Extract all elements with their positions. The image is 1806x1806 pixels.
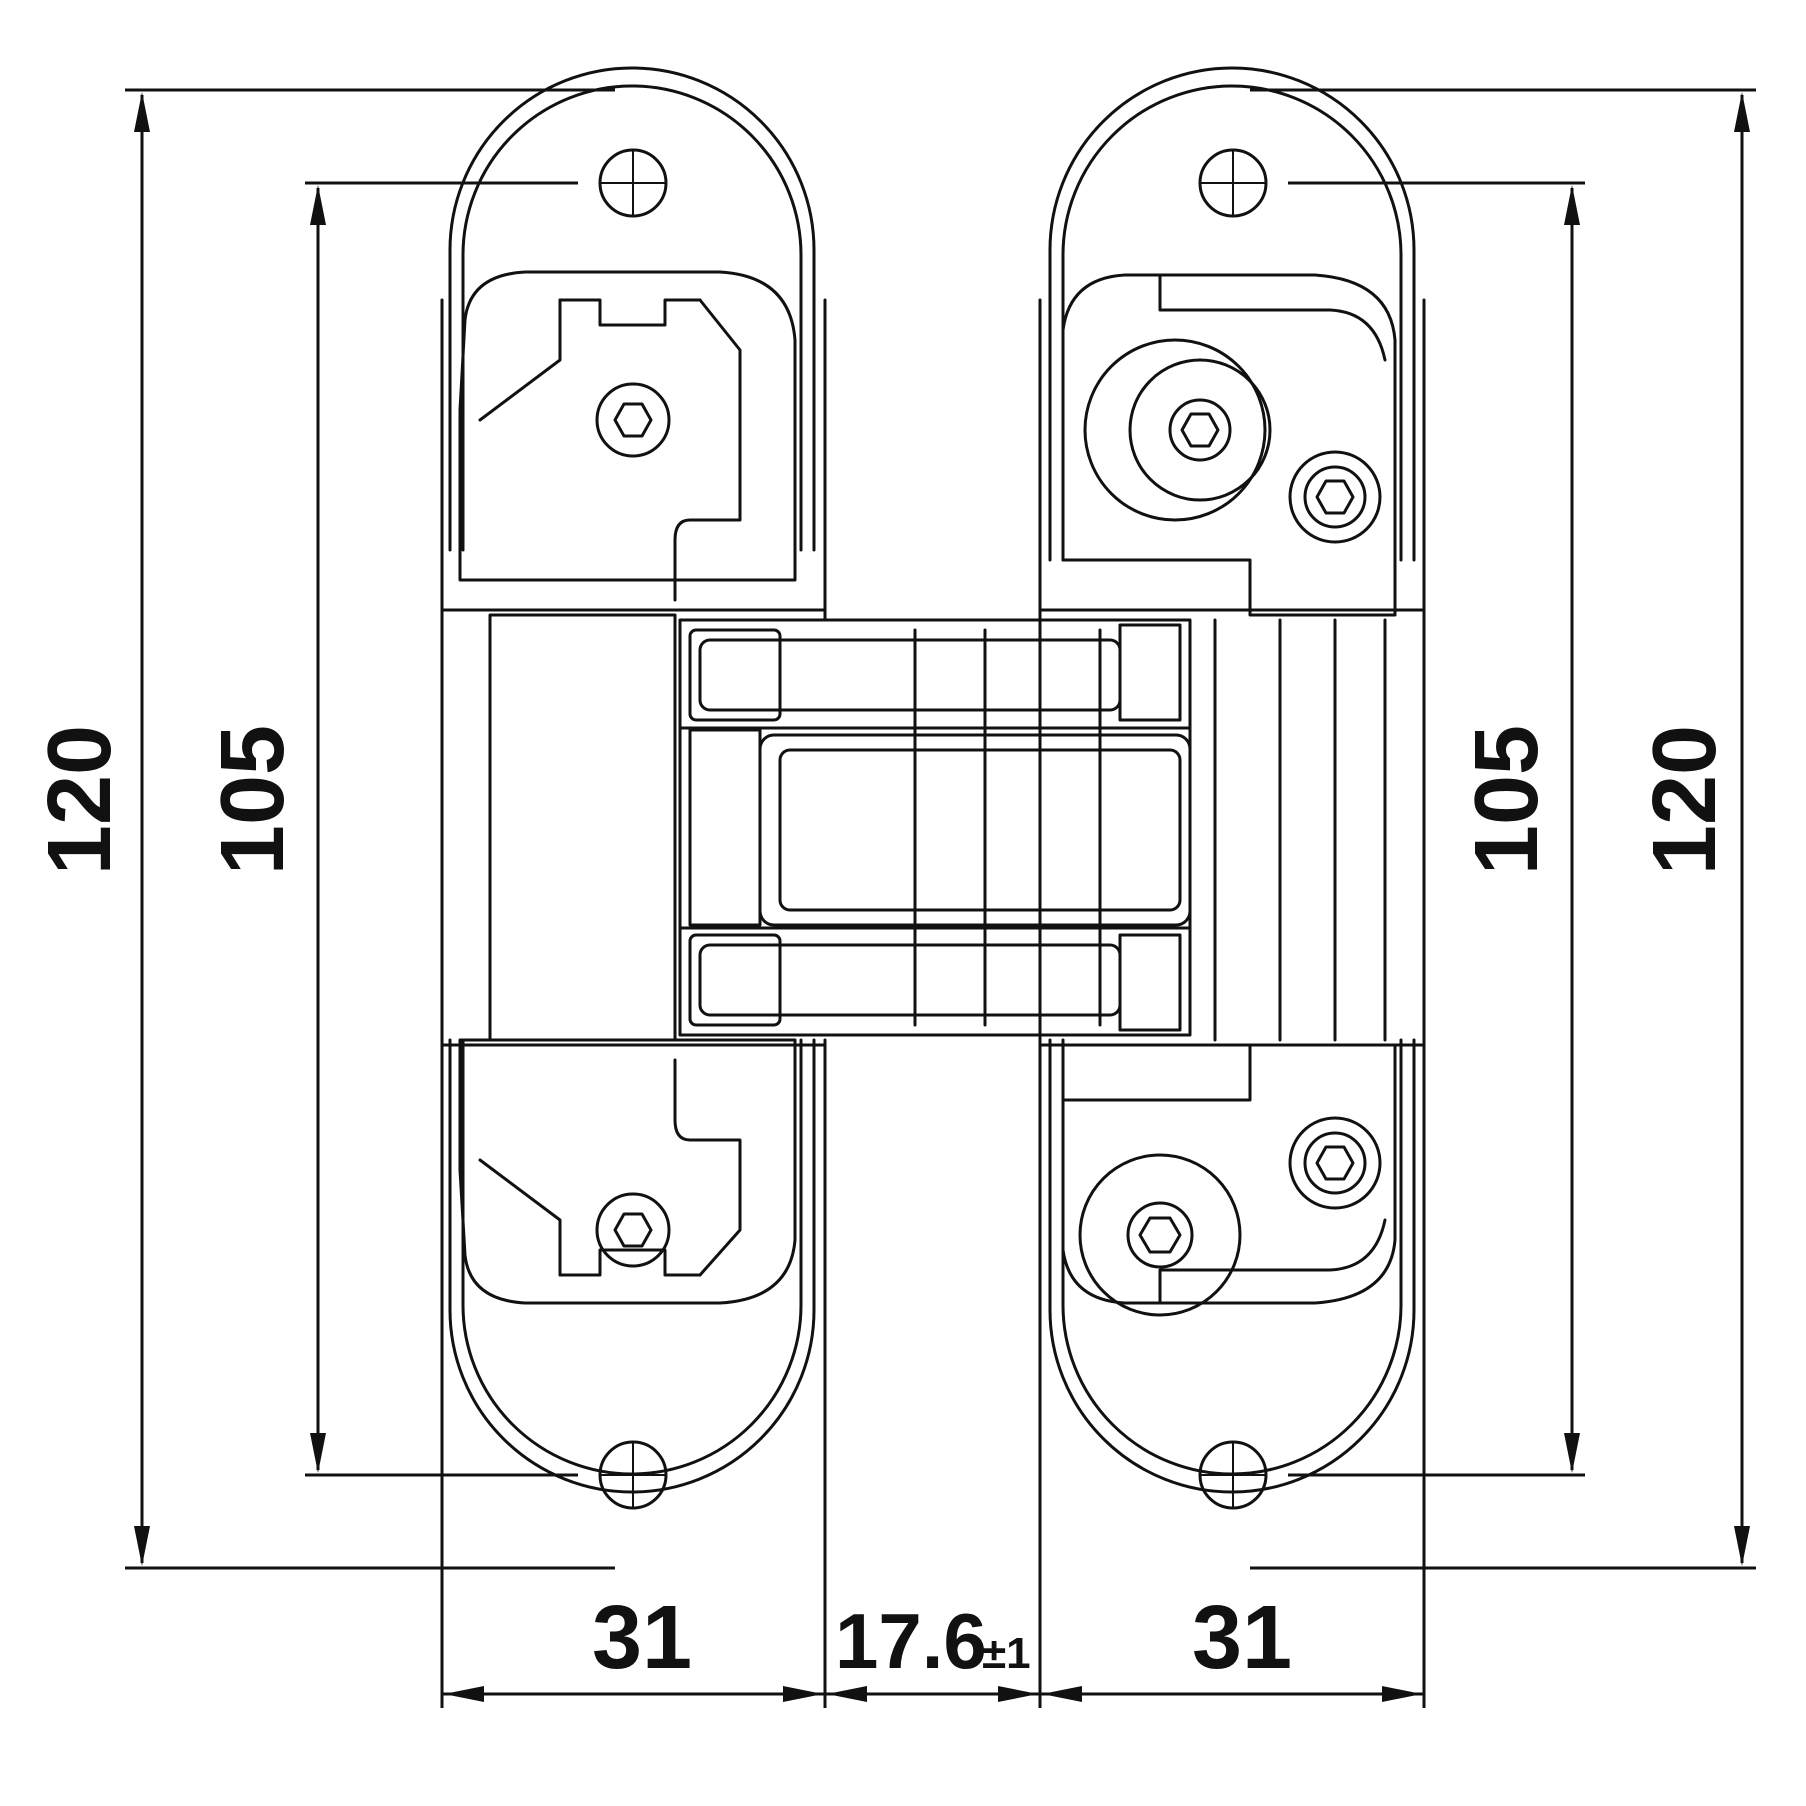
right-lower-cam-adjuster (1078, 1153, 1242, 1317)
right-upper-hex-screw (1288, 450, 1382, 544)
left-upper-hex-screw (595, 382, 671, 458)
left-bottom-mounting-hole (598, 1440, 668, 1510)
left-hinge-leaf (440, 66, 827, 1494)
right-hinge-leaf (1038, 66, 1426, 1494)
dim-overall-height-right: 120 (1635, 725, 1735, 875)
left-top-mounting-hole (598, 148, 668, 218)
left-lower-hex-screw (595, 1192, 671, 1268)
dim-hole-spacing-left: 105 (203, 725, 303, 875)
right-top-mounting-hole (1198, 148, 1268, 218)
dim-gap-tolerance: ±1 (982, 1629, 1031, 1678)
hinge-arm-mechanism (678, 618, 1192, 1037)
dim-hole-spacing-right: 105 (1457, 725, 1557, 875)
dim-leaf-width-left: 31 (592, 1588, 692, 1688)
dim-overall-height-left: 120 (30, 725, 130, 875)
dim-gap: 17.6 (835, 1597, 987, 1685)
dimension-lines (125, 88, 1756, 1708)
right-lower-hex-screw (1288, 1116, 1382, 1210)
right-bottom-mounting-hole (1198, 1440, 1268, 1510)
dim-leaf-width-right: 31 (1192, 1588, 1292, 1688)
right-upper-cam-adjuster (1083, 338, 1272, 522)
